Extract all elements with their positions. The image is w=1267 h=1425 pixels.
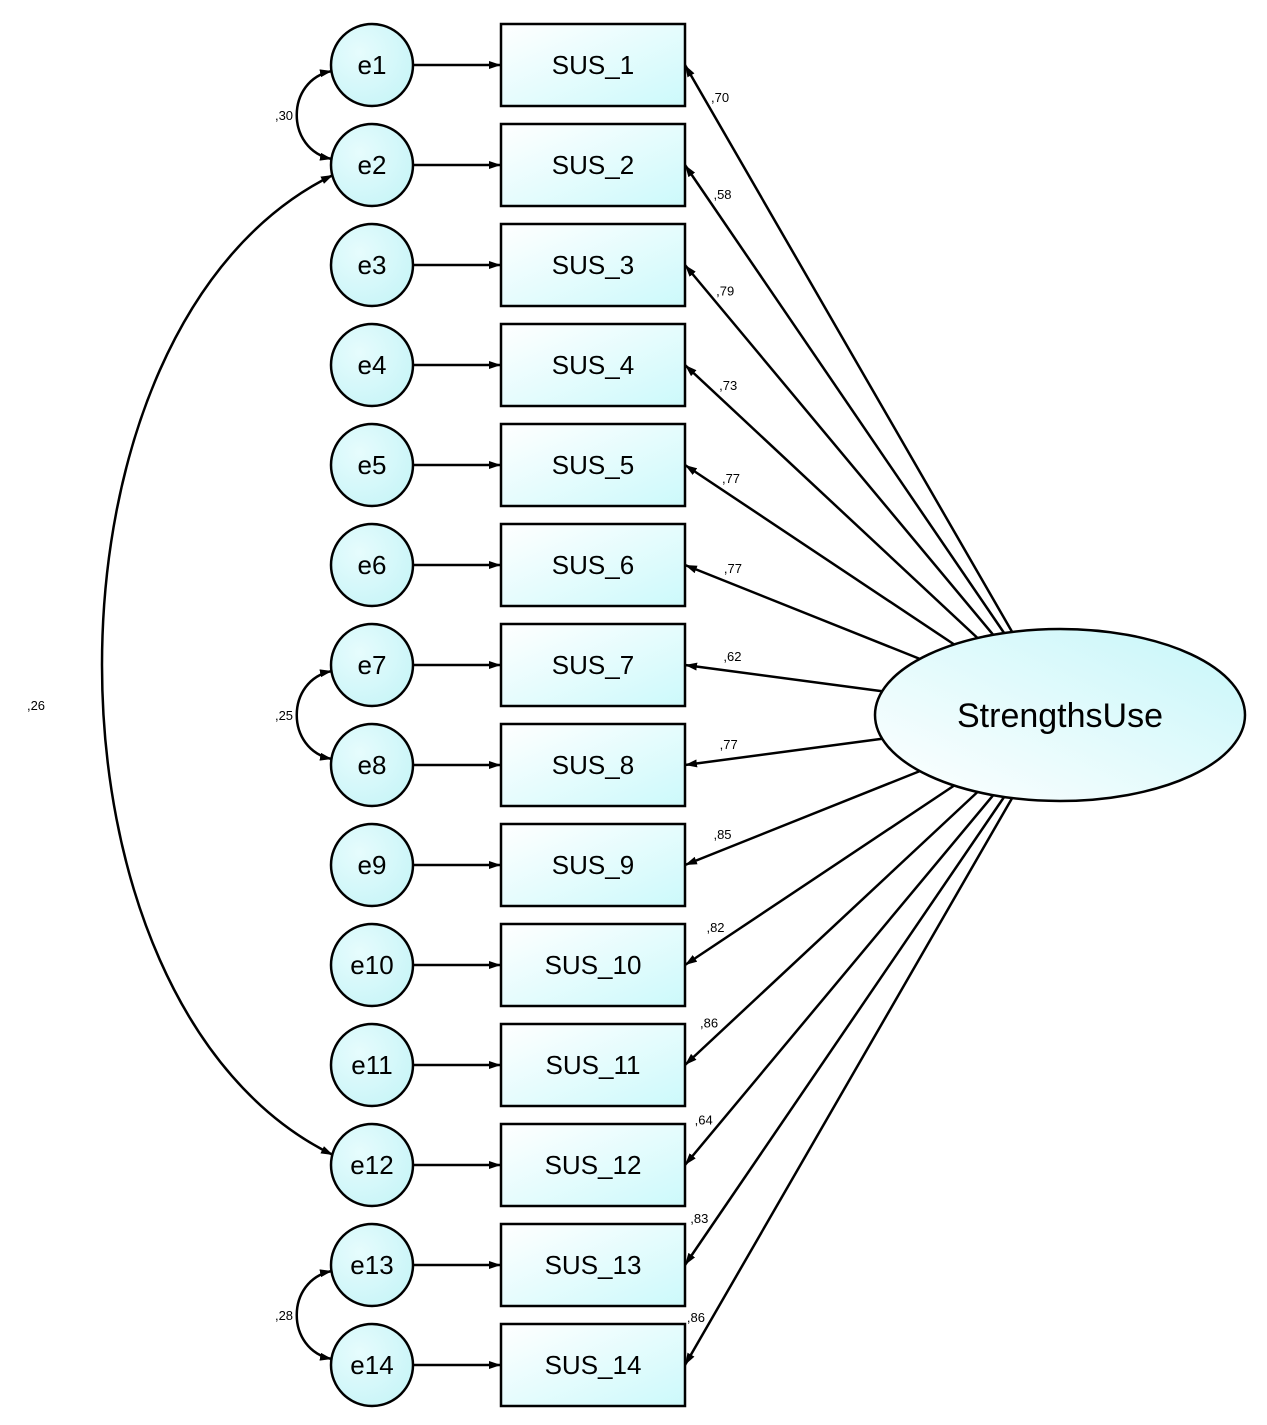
loading-label-sus-1: ,70 <box>711 90 729 105</box>
error-node-e9 <box>329 822 415 908</box>
error-label-e4: e4 <box>358 350 387 380</box>
loading-label-sus-10: ,82 <box>706 920 724 935</box>
loading-path-sus-11 <box>684 791 979 1066</box>
loading-label-sus-13: ,83 <box>690 1211 708 1226</box>
loading-label-sus-8: ,77 <box>720 737 738 752</box>
error-node-e11 <box>329 1022 415 1108</box>
loading-label-sus-5: ,77 <box>722 471 740 486</box>
error-label-e14: e14 <box>350 1350 393 1380</box>
indicator-box-sus-2 <box>499 122 687 208</box>
indicator-box-sus-12 <box>499 1122 687 1208</box>
error-node-e5 <box>329 422 415 508</box>
covariance-e7-e8 <box>295 669 333 761</box>
error-label-e5: e5 <box>358 450 387 480</box>
error-node-e4 <box>329 322 415 408</box>
loading-path-sus-8 <box>684 737 883 768</box>
loading-path-sus-13 <box>683 796 1006 1266</box>
error-label-e12: e12 <box>350 1150 393 1180</box>
loading-label-sus-9: ,85 <box>713 827 731 842</box>
indicator-label-sus-13: SUS_13 <box>545 1250 642 1280</box>
loading-path-sus-10 <box>684 784 955 967</box>
error-node-e3 <box>329 222 415 308</box>
indicator-box-sus-7 <box>499 622 687 708</box>
loading-label-sus-7: ,62 <box>723 649 741 664</box>
covariance-label-e1-e2: ,30 <box>275 108 293 123</box>
latent-label: StrengthsUse <box>957 697 1163 735</box>
indicator-label-sus-10: SUS_10 <box>545 950 642 980</box>
error-label-e11: e11 <box>351 1050 392 1080</box>
error-label-e3: e3 <box>358 250 387 280</box>
indicator-box-sus-14 <box>499 1322 687 1408</box>
indicator-label-sus-9: SUS_9 <box>552 850 634 880</box>
error-label-e10: e10 <box>350 950 393 980</box>
error-label-e9: e9 <box>358 850 387 880</box>
error-label-e1: e1 <box>358 50 387 80</box>
indicator-label-sus-14: SUS_14 <box>545 1350 642 1380</box>
indicator-box-sus-13 <box>499 1222 687 1308</box>
error-node-e2 <box>329 122 415 208</box>
loading-path-sus-4 <box>684 364 979 639</box>
loading-path-sus-7 <box>684 662 883 693</box>
covariance-e2-e12 <box>100 173 334 1157</box>
covariance-e1-e2 <box>295 69 333 161</box>
indicator-box-sus-4 <box>499 322 687 408</box>
error-label-e6: e6 <box>358 550 387 580</box>
error-node-e14 <box>329 1322 415 1408</box>
covariance-label-e2-e12: ,26 <box>27 698 45 713</box>
indicator-label-sus-2: SUS_2 <box>552 150 634 180</box>
error-label-e13: e13 <box>350 1250 393 1280</box>
error-label-e2: e2 <box>358 150 387 180</box>
indicator-box-sus-6 <box>499 522 687 608</box>
indicator-label-sus-3: SUS_3 <box>552 250 634 280</box>
loading-path-sus-12 <box>684 794 995 1166</box>
indicator-box-sus-3 <box>499 222 687 308</box>
indicator-label-sus-4: SUS_4 <box>552 350 634 380</box>
error-node-e7 <box>329 622 415 708</box>
indicator-box-sus-9 <box>499 822 687 908</box>
loading-path-sus-1 <box>683 64 1014 633</box>
indicator-box-sus-10 <box>499 922 687 1008</box>
indicator-box-sus-11 <box>499 1022 687 1108</box>
loading-label-sus-12: ,64 <box>695 1113 713 1128</box>
error-node-e13 <box>329 1222 415 1308</box>
indicator-label-sus-5: SUS_5 <box>552 450 634 480</box>
error-node-e6 <box>329 522 415 608</box>
indicator-box-sus-1 <box>499 22 687 108</box>
loading-label-sus-3: ,79 <box>716 283 734 298</box>
indicator-label-sus-8: SUS_8 <box>552 750 634 780</box>
indicator-label-sus-12: SUS_12 <box>545 1150 642 1180</box>
covariances-layer <box>100 69 334 1361</box>
loading-path-sus-3 <box>684 264 995 636</box>
loading-path-sus-9 <box>684 769 921 867</box>
edges-layer <box>413 61 1014 1369</box>
indicator-label-sus-6: SUS_6 <box>552 550 634 580</box>
error-node-e1 <box>329 22 415 108</box>
loading-path-sus-2 <box>683 164 1006 634</box>
loading-path-sus-5 <box>684 463 955 646</box>
indicator-label-sus-11: SUS_11 <box>546 1050 641 1080</box>
loading-path-sus-14 <box>683 797 1014 1366</box>
loading-path-sus-6 <box>684 563 921 661</box>
covariance-e13-e14 <box>295 1269 333 1361</box>
loading-label-sus-14: ,86 <box>687 1310 705 1325</box>
error-node-e12 <box>329 1122 415 1208</box>
indicator-label-sus-1: SUS_1 <box>552 50 634 80</box>
latent-node-strengths-use <box>873 627 1247 803</box>
loading-label-sus-11: ,86 <box>700 1015 718 1030</box>
covariance-label-e7-e8: ,25 <box>275 708 293 723</box>
error-label-e8: e8 <box>358 750 387 780</box>
error-label-e7: e7 <box>358 650 387 680</box>
indicator-box-sus-5 <box>499 422 687 508</box>
indicator-box-sus-8 <box>499 722 687 808</box>
loading-label-sus-2: ,58 <box>713 187 731 202</box>
loading-label-sus-6: ,77 <box>724 561 742 576</box>
labels-layer: ,70 ,58 ,79 ,73 ,77 ,77 ,62 ,77 ,85 ,82 ,86 ,64 ,83,… <box>27 90 742 1325</box>
covariance-label-e13-e14: ,28 <box>275 1308 293 1323</box>
error-node-e10 <box>329 922 415 1008</box>
error-node-e8 <box>329 722 415 808</box>
indicator-label-sus-7: SUS_7 <box>552 650 634 680</box>
loading-label-sus-4: ,73 <box>719 378 737 393</box>
